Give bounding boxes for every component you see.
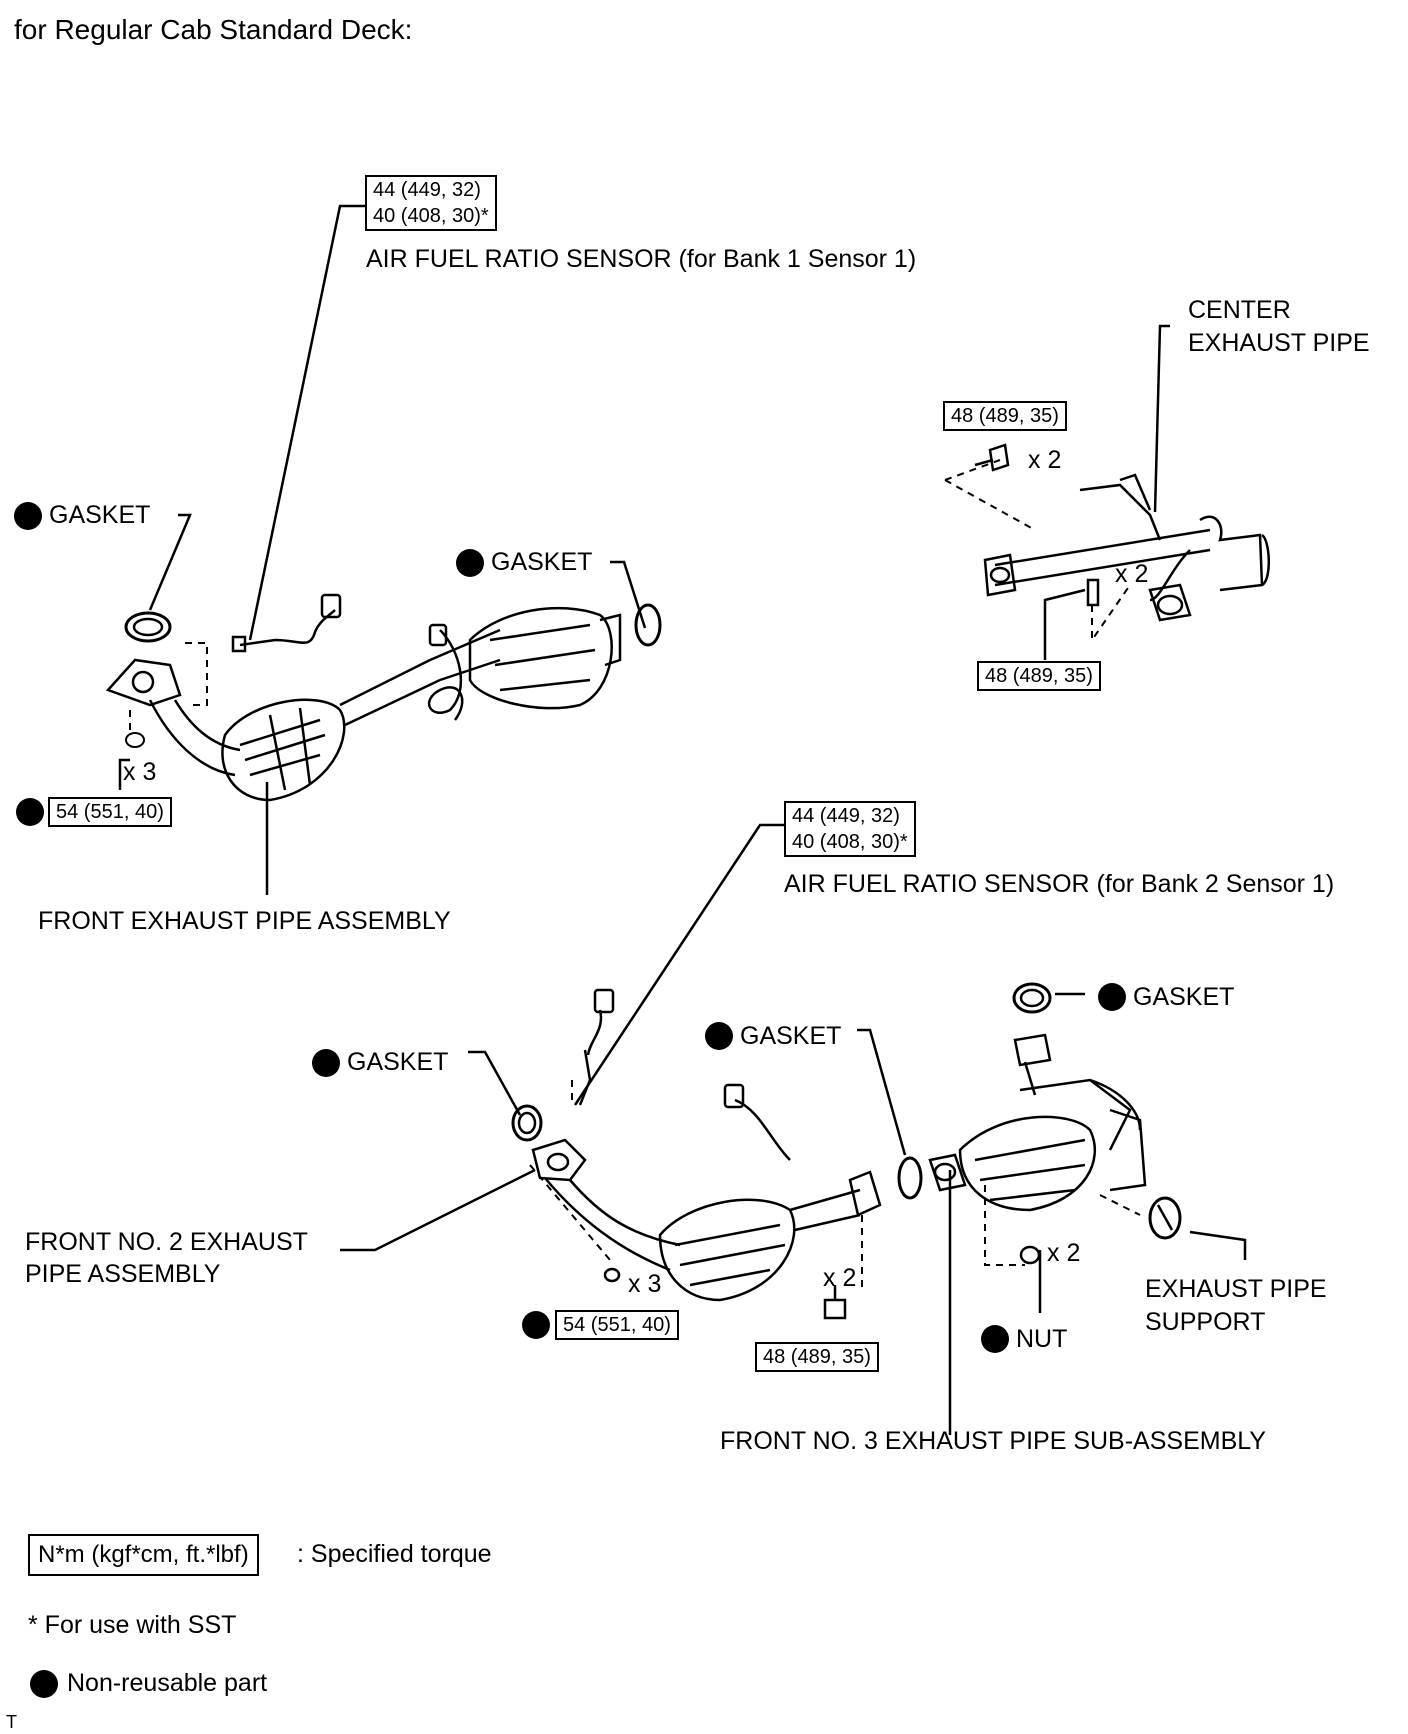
front2-label-1: FRONT NO. 2 EXHAUST (25, 1228, 308, 1256)
sensor-b1-torque-box: 44 (449, 32) 40 (408, 30)* (365, 175, 497, 231)
nonreusable-dot-icon (522, 1311, 550, 1339)
front2-nut-qty: x 3 (628, 1270, 662, 1298)
leader-gasket-tl (148, 513, 192, 611)
front2-nut-torque: 54 (551, 40) (555, 1310, 679, 1340)
leader-sensor-b1 (248, 204, 365, 641)
nonreusable-dot-icon (312, 1049, 340, 1077)
leader-center-pipe (1153, 324, 1170, 513)
leader-gasket-bl (468, 1050, 522, 1116)
legend-torque-unit: N*m (kgf*cm, ft.*lbf) (28, 1534, 259, 1576)
footer-mark: T (6, 1712, 17, 1732)
nonreusable-dot-icon (16, 798, 44, 826)
gasket-label-bottom-mid: GASKET (740, 1022, 842, 1050)
legend-nonreusable: Non-reusable part (67, 1669, 268, 1697)
sensor-b2-torque-box: 44 (449, 32) 40 (408, 30)* (784, 801, 916, 857)
front-nut-qty: x 3 (123, 758, 157, 786)
sensor-b1-label: AIR FUEL RATIO SENSOR (for Bank 1 Sensor… (366, 245, 917, 273)
front-nut-torque: 54 (551, 40) (48, 797, 172, 827)
sensor-b1-torque-2: 40 (408, 30)* (373, 205, 489, 227)
gasket-label-bottom-far-right: GASKET (1133, 983, 1235, 1011)
gasket-label-bottom-left: GASKET (347, 1048, 449, 1076)
nut-label: NUT (1016, 1325, 1068, 1353)
legend-sst-note: * For use with SST (28, 1611, 237, 1639)
bolt-torque: 48 (489, 35) (755, 1342, 879, 1372)
sensor-b1-torque-1: 44 (449, 32) (373, 179, 481, 201)
nonreusable-dot-icon (1098, 983, 1126, 1011)
support-label-1: EXHAUST PIPE (1145, 1275, 1327, 1303)
nonreusable-dot-icon (456, 549, 484, 577)
center-bolt-torque-top: 48 (489, 35) (943, 401, 1067, 431)
center-bolt-torque-bottom: 48 (489, 35) (977, 661, 1101, 691)
gasket-label-top-right: GASKET (491, 548, 593, 576)
center-bolt-qty-top: x 2 (1028, 446, 1062, 474)
page-title: for Regular Cab Standard Deck: (14, 14, 413, 45)
front-pipe-label: FRONT EXHAUST PIPE ASSEMBLY (38, 907, 451, 935)
sensor-b2-torque-1: 44 (449, 32) (792, 805, 900, 827)
leader-sensor-b2 (573, 823, 785, 1106)
nonreusable-dot-icon (981, 1325, 1009, 1353)
nut-qty: x 2 (1047, 1239, 1081, 1267)
leader-front2 (340, 1168, 536, 1252)
leader-center-bolt-bottom (1043, 588, 1086, 660)
center-pipe-label-2: EXHAUST PIPE (1188, 329, 1370, 357)
gasket-label-top-left: GASKET (49, 501, 151, 529)
sensor-b2-label: AIR FUEL RATIO SENSOR (for Bank 2 Sensor… (784, 870, 1335, 898)
center-pipe-label-1: CENTER (1188, 296, 1291, 324)
nonreusable-dot-icon (14, 502, 42, 530)
sensor-b2-torque-2: 40 (408, 30)* (792, 831, 908, 853)
bolt-qty: x 2 (823, 1264, 857, 1292)
leader-gasket-bm (857, 1028, 907, 1156)
front2-label-2: PIPE ASSEMBLY (25, 1260, 221, 1288)
leader-gasket-tr (610, 560, 647, 629)
leader-support (1189, 1230, 1247, 1260)
nonreusable-dot-icon (705, 1022, 733, 1050)
support-label-2: SUPPORT (1145, 1308, 1266, 1336)
center-bolt-qty-bottom: x 2 (1115, 560, 1149, 588)
nonreusable-dot-icon (30, 1670, 58, 1698)
legend-torque-desc: : Specified torque (297, 1540, 492, 1568)
leader-front-nut (118, 758, 130, 790)
front3-label: FRONT NO. 3 EXHAUST PIPE SUB-ASSEMBLY (720, 1427, 1266, 1455)
